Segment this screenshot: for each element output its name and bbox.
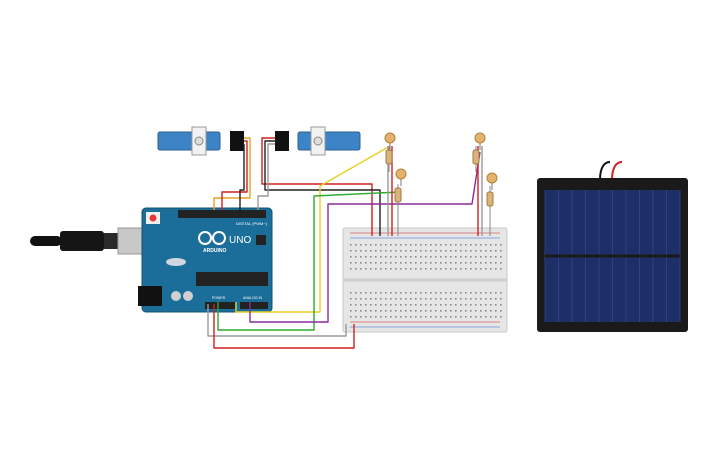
- wire-servo-left-signal: [213, 137, 251, 210]
- resistor-3[interactable]: [472, 146, 480, 172]
- servo-right[interactable]: [275, 126, 361, 156]
- wire-servo-right-ground: [264, 140, 381, 236]
- wire-servo-left-power: [221, 140, 248, 210]
- resistor-4[interactable]: [486, 186, 494, 236]
- wire-servo-right-signal: [257, 143, 275, 210]
- wire-yellow: [235, 145, 391, 313]
- brand-label: ARDUINO: [203, 248, 226, 254]
- resistor-1[interactable]: [385, 146, 393, 172]
- breadboard-holes: [350, 244, 502, 318]
- ldr-2[interactable]: [395, 168, 407, 186]
- analog-header[interactable]: [240, 302, 268, 309]
- wire-servo-right-power: [261, 137, 373, 236]
- model-label: UNO: [229, 235, 251, 246]
- breadboard-half[interactable]: [342, 227, 508, 333]
- digital-header-label: DIGITAL (PWM~): [236, 221, 268, 226]
- ldr-4[interactable]: [486, 172, 498, 190]
- resistor-2[interactable]: [394, 184, 402, 236]
- solar-panel[interactable]: [537, 161, 688, 332]
- power-header[interactable]: [205, 302, 235, 309]
- analog-header-label: ANALOG IN: [243, 296, 263, 300]
- wire-red-left: [213, 304, 355, 349]
- ldr-1[interactable]: [384, 132, 396, 150]
- wire-ground-left: [207, 304, 347, 337]
- wire-servo-left-ground: [239, 144, 245, 210]
- servo-left-connector: [230, 131, 244, 151]
- wire-green: [217, 191, 401, 331]
- power-header-label: POWER: [212, 296, 226, 300]
- servo-right-connector: [275, 131, 289, 151]
- solar-lead-black: [599, 161, 611, 181]
- ldr-3[interactable]: [474, 132, 486, 150]
- power-jack[interactable]: [138, 286, 162, 306]
- digital-header[interactable]: [178, 210, 266, 218]
- usb-cable[interactable]: [30, 227, 157, 255]
- servo-left[interactable]: [157, 126, 244, 156]
- arduino-logo-icon: [198, 231, 226, 245]
- microcontroller-chip: [196, 272, 268, 286]
- solar-lead-red: [611, 161, 623, 181]
- arduino-uno[interactable]: DIGITAL (PWM~) ARDUINO UNO POWER ANALOG …: [138, 207, 273, 313]
- wire-purple: [249, 151, 481, 323]
